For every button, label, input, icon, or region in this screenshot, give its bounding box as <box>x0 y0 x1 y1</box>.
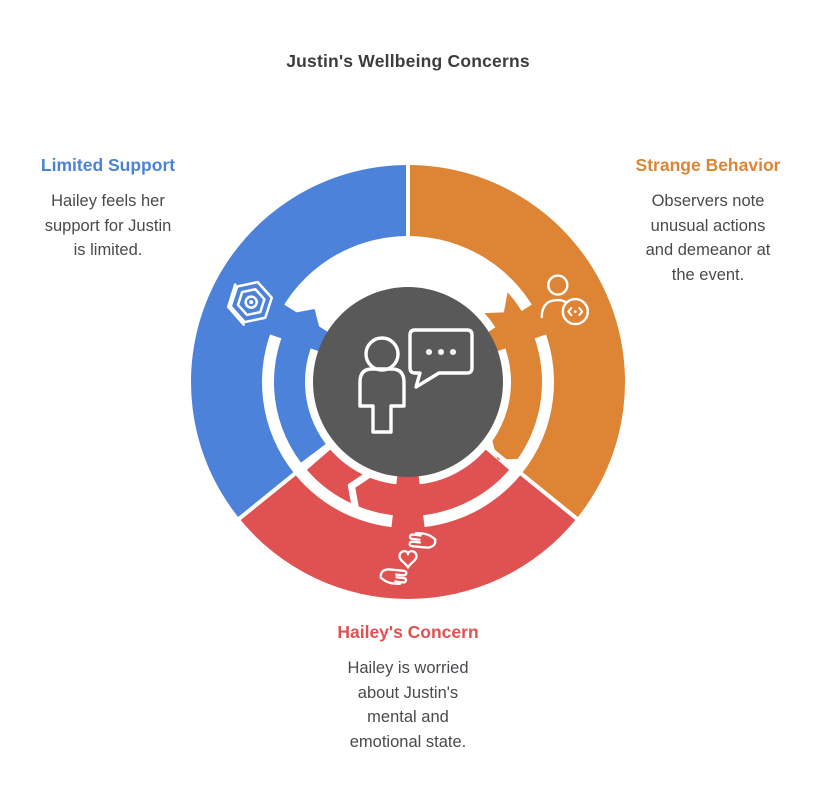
strange-behavior-block: Strange Behavior Observers note unusual … <box>610 155 806 287</box>
body-line: mental and <box>367 708 449 726</box>
inner-arrow-arcs <box>273 292 543 516</box>
page-title: Justin's Wellbeing Concerns <box>286 51 530 71</box>
arrow-chevron-cut <box>347 469 374 512</box>
hands-heart-icon <box>379 532 437 585</box>
haileys-concern-block: Hailey's Concern Hailey is worried about… <box>303 622 513 754</box>
inner-arrow-concern <box>306 449 510 516</box>
ring-segment-limited <box>191 165 408 519</box>
center-circle <box>313 287 503 477</box>
limited-support-heading: Limited Support <box>40 155 176 175</box>
strange-behavior-heading: Strange Behavior <box>635 155 781 175</box>
body-line: support for Justin <box>44 216 172 235</box>
haileys-concern-heading: Hailey's Concern <box>337 622 479 642</box>
body-line: Hailey feels her <box>51 192 165 210</box>
haileys-concern-text: Hailey is worried about Justin's mental … <box>303 656 513 754</box>
inner-arrow-strange <box>484 292 543 460</box>
body-line: emotional state. <box>349 732 467 751</box>
user-code-icon <box>540 274 589 326</box>
strange-behavior-text: Observers note unusual actions and demea… <box>610 189 806 287</box>
body-line: is limited. <box>73 241 143 259</box>
hex-nut-icon <box>226 280 273 326</box>
limited-support-text: Hailey feels her support for Justin is l… <box>10 189 206 263</box>
body-line: unusual actions <box>650 216 766 235</box>
body-line: Observers note <box>651 192 765 210</box>
body-line: Hailey is worried <box>347 659 469 677</box>
segment-divider <box>234 442 334 524</box>
person-chat-icon <box>358 328 474 434</box>
ring-segment-concern <box>239 473 577 599</box>
segment-dividers <box>234 160 582 524</box>
segment-divider <box>482 442 582 524</box>
wellbeing-cycle-diagram <box>191 160 625 599</box>
body-line: the event. <box>671 265 745 284</box>
outer-ring <box>191 165 625 599</box>
limited-support-block: Limited Support Hailey feels her support… <box>10 155 206 263</box>
ring-segment-strange <box>408 165 625 519</box>
body-line: about Justin's <box>357 683 459 702</box>
body-line: and demeanor at <box>645 241 771 259</box>
inner-arrow-limited <box>273 309 326 463</box>
